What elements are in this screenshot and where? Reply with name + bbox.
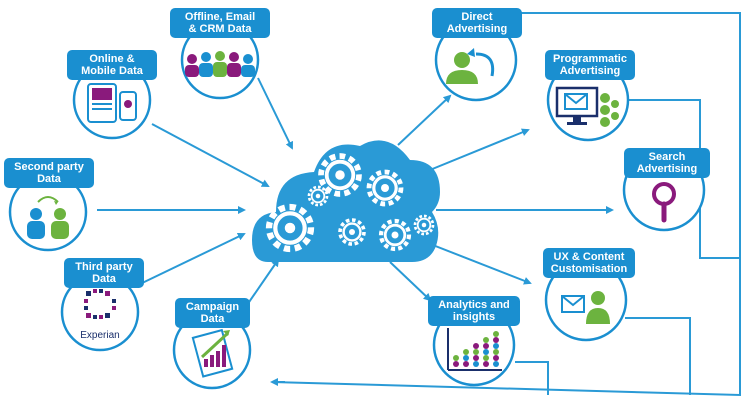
- two-people-exchange-icon: [27, 196, 69, 239]
- direct-feedback-line: [271, 12, 741, 397]
- search-label-line2: Advertising: [636, 163, 698, 175]
- people-group-icon: [185, 51, 255, 77]
- ux-label-line1: UX & Content: [553, 251, 625, 263]
- offline-arrow: [257, 77, 293, 150]
- analytics-label-line2: insights: [452, 311, 496, 323]
- third-party-label-line2: Data: [92, 273, 116, 285]
- analytics-label-line1: Analytics and: [438, 299, 510, 311]
- direct-label-line2: Advertising: [446, 23, 508, 35]
- campaign-arrow: [246, 258, 280, 306]
- programmatic-arrow: [424, 128, 530, 173]
- programmatic-label-line1: Programmatic: [553, 53, 627, 65]
- ux-arrow: [419, 239, 532, 285]
- feedback-lines: [271, 12, 741, 397]
- second-party-label-line2: Data: [37, 173, 61, 185]
- output-arrows: [389, 94, 614, 302]
- input-arrows: [97, 77, 293, 306]
- programmatic-label-line2: Advertising: [559, 65, 621, 77]
- tablet-phone-icon: [87, 83, 137, 123]
- analytics-feedback-line: [515, 361, 549, 395]
- campaign-label-line1: Campaign: [185, 301, 240, 313]
- third-party-arrow: [137, 232, 246, 286]
- online-label-line2: Mobile Data: [81, 65, 143, 77]
- person-arrow-icon: [446, 48, 495, 84]
- third-party-label-line1: Third party: [75, 261, 133, 273]
- offline-label: Offline, Email& CRM Data: [170, 8, 270, 38]
- ux-label-line2: Customisation: [550, 263, 628, 275]
- experian-logo-text: Experian: [80, 330, 120, 341]
- magnifier-icon: [652, 182, 676, 223]
- monitor-gears-icon: [555, 86, 619, 127]
- experian-logo-icon: [84, 289, 116, 319]
- direct-label-line1: Direct: [461, 11, 493, 23]
- online-label: Online &Mobile Data: [67, 50, 157, 80]
- ux-feedback-line: [625, 317, 691, 395]
- second-party-label-line1: Second party: [14, 161, 84, 173]
- search-label-line1: Search: [648, 151, 686, 163]
- online-label-line1: Online &: [89, 53, 135, 65]
- rising-chart-icon: [191, 328, 234, 378]
- dot-plot-icon: [447, 328, 502, 371]
- online-arrow: [151, 123, 270, 187]
- analytics-arrow: [389, 261, 432, 302]
- offline-label-line2: & CRM Data: [188, 23, 252, 35]
- woman-envelope-icon: [561, 291, 610, 324]
- direct-arrow: [397, 94, 452, 146]
- campaign-label-line2: Data: [200, 313, 225, 325]
- offline-label-line1: Offline, Email: [184, 11, 256, 23]
- cloud-gears-icon: [252, 140, 440, 262]
